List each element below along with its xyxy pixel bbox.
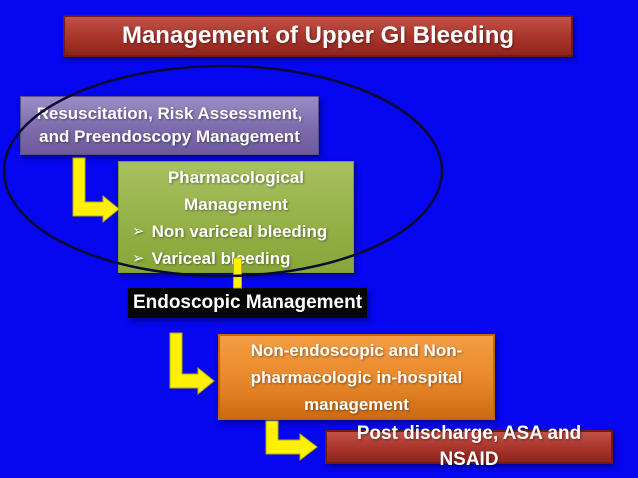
bullet-item: ➢ Variceal bleeding	[119, 245, 353, 272]
box-non-endoscopic: Non-endoscopic and Non- pharmacologic in…	[218, 334, 495, 420]
box-line: Endoscopic Management	[132, 292, 363, 314]
arrowhead-bullet-icon: ➢	[132, 223, 145, 240]
box-pharmacological: Pharmacological Management ➢ Non varicea…	[118, 161, 354, 273]
box-line: Pharmacological	[167, 168, 305, 187]
elbow-arrow-icon	[72, 157, 120, 224]
box-line: Resuscitation, Risk Assessment,	[36, 103, 303, 123]
box-endoscopic: Endoscopic Management	[128, 288, 367, 318]
box-post-discharge: Post discharge, ASA and NSAID	[325, 423, 613, 470]
page-title: Management of Upper GI Bleeding	[121, 21, 515, 49]
title-banner: Management of Upper GI Bleeding	[63, 15, 573, 57]
box-resuscitation: Resuscitation, Risk Assessment, and Pree…	[20, 96, 319, 155]
box-line: Non-endoscopic and Non-	[250, 340, 463, 360]
box-line: Management	[184, 195, 288, 214]
bullet-text: Variceal bleeding	[151, 249, 291, 268]
box-line: Post discharge, ASA and NSAID	[356, 423, 582, 470]
box-line: and Preendoscopy Management	[39, 126, 300, 146]
box-line: management	[304, 394, 409, 414]
bullet-item: ➢ Non variceal bleeding	[119, 218, 353, 245]
arrowhead-bullet-icon: ➢	[132, 250, 145, 267]
box-line: pharmacologic in-hospital	[250, 367, 463, 387]
elbow-arrow-icon	[265, 420, 318, 462]
bullet-text: Non variceal bleeding	[151, 222, 328, 241]
elbow-arrow-icon	[169, 332, 215, 396]
